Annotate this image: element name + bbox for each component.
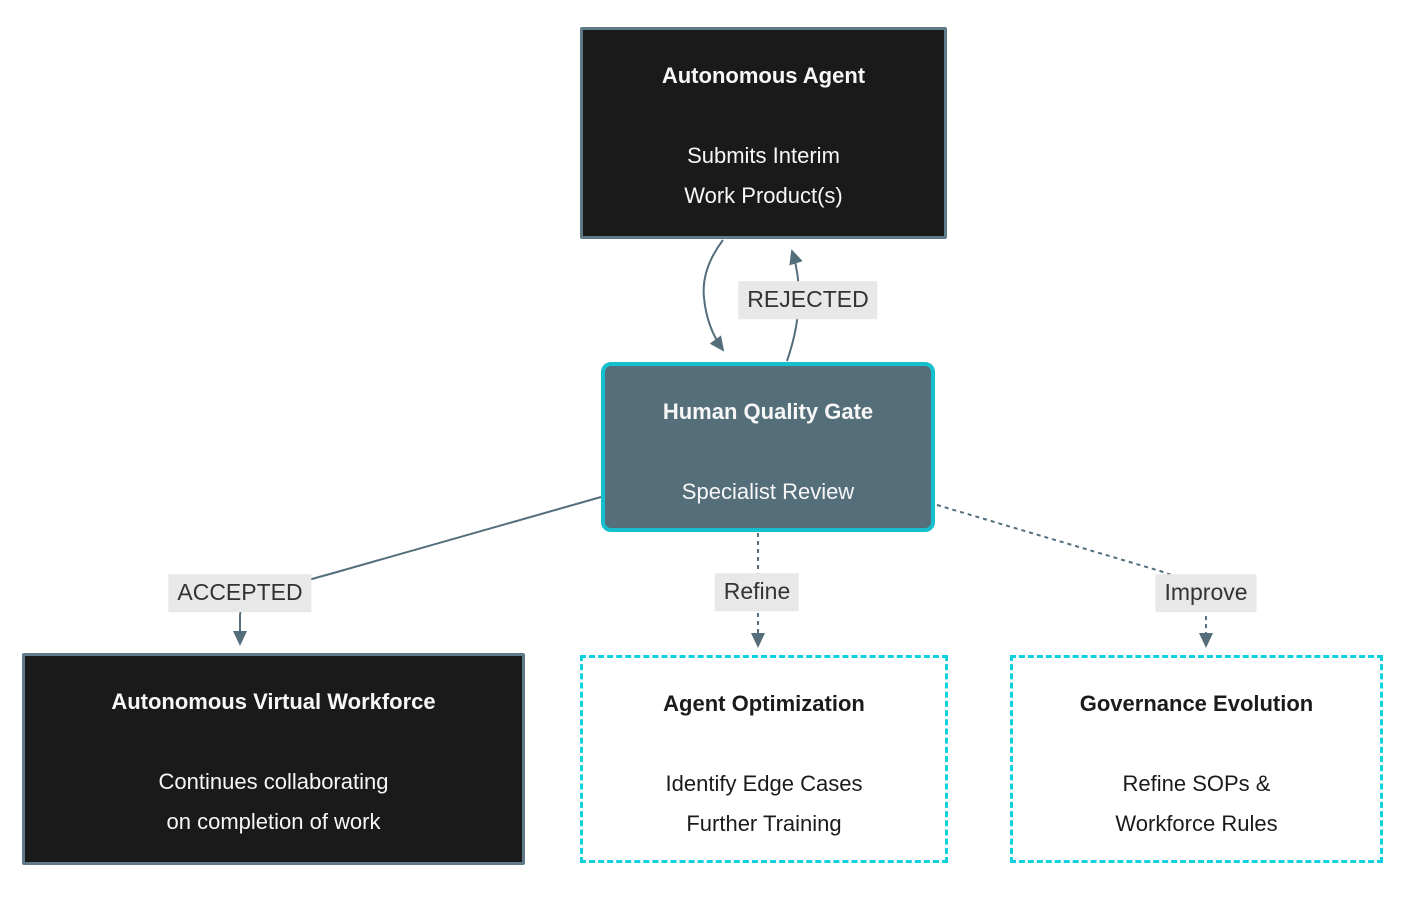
node-agent-optimization: Agent Optimization Identify Edge Cases F…	[580, 655, 948, 863]
node-human-quality-gate-body-line1: Specialist Review	[681, 479, 855, 504]
node-autonomous-virtual-workforce-body-line1: Continues collaborating	[158, 769, 389, 794]
node-autonomous-virtual-workforce-body-line2: on completion of work	[166, 809, 381, 834]
node-autonomous-agent-title: Autonomous Agent	[661, 63, 866, 88]
edge-gate-to-workforce-accepted	[233, 496, 602, 646]
node-governance-evolution: Governance Evolution Refine SOPs & Workf…	[1010, 655, 1383, 863]
node-agent-optimization-title: Agent Optimization	[663, 691, 865, 716]
node-human-quality-gate-title: Human Quality Gate	[662, 399, 874, 424]
node-autonomous-agent-body-line1: Submits Interim	[687, 143, 840, 168]
node-autonomous-virtual-workforce: Autonomous Virtual Workforce Continues c…	[22, 653, 525, 865]
node-agent-optimization-body-line1: Identify Edge Cases	[665, 771, 863, 796]
node-human-quality-gate: Human Quality Gate Specialist Review	[601, 362, 935, 532]
edge-agent-to-gate	[702, 239, 725, 352]
edge-label-rejected: REJECTED	[738, 281, 878, 319]
edge-gate-to-governance-improve	[936, 504, 1213, 648]
node-autonomous-agent: Autonomous Agent Submits Interim Work Pr…	[580, 27, 947, 239]
node-agent-optimization-body-line2: Further Training	[686, 811, 842, 836]
edge-label-refine: Refine	[714, 573, 800, 611]
node-governance-evolution-title: Governance Evolution	[1079, 691, 1314, 716]
node-governance-evolution-body-line1: Refine SOPs &	[1122, 771, 1271, 796]
node-autonomous-agent-body-line2: Work Product(s)	[684, 183, 843, 208]
edge-label-accepted: ACCEPTED	[168, 574, 312, 612]
node-governance-evolution-body-line2: Workforce Rules	[1115, 811, 1278, 836]
edge-label-improve: Improve	[1155, 574, 1257, 612]
node-autonomous-virtual-workforce-title: Autonomous Virtual Workforce	[111, 689, 436, 714]
